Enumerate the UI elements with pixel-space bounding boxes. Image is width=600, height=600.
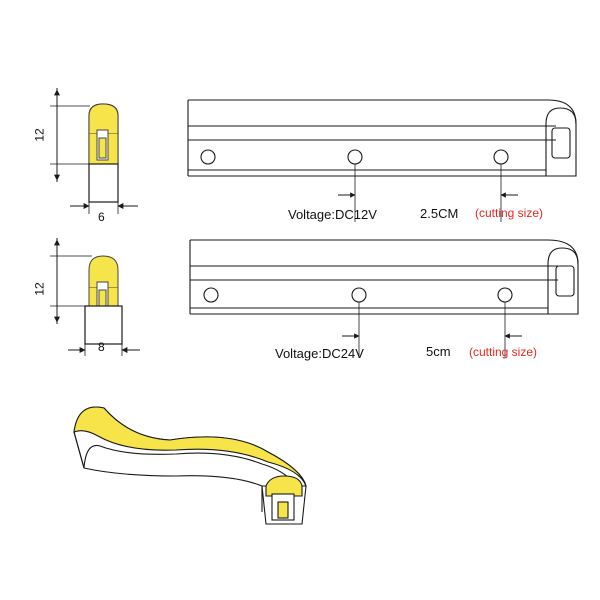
led-dot <box>351 287 367 303</box>
voltage-24v-label: Voltage:DC24V <box>275 346 364 361</box>
profile-1-width-label: 6 <box>98 210 105 224</box>
profile-2-width-label: 8 <box>98 340 105 354</box>
cut-length-24v-label: 5cm <box>426 344 451 359</box>
profile-1-height-label: 12 <box>32 128 47 142</box>
led-dot <box>497 287 513 303</box>
cut-length-12v-label: 2.5CM <box>420 206 459 221</box>
led-dot <box>200 149 216 165</box>
strip-12v-side-view <box>187 99 577 222</box>
led-diffuser-top <box>88 103 119 135</box>
cut-dimension-arrows <box>338 192 522 339</box>
cutting-size-note-12v: (cutting size) <box>475 206 544 220</box>
cutting-size-note-24v: (cutting size) <box>469 345 538 359</box>
voltage-12v-label: Voltage:DC12V <box>288 207 377 222</box>
led-dot <box>203 287 219 303</box>
led-dot <box>347 149 363 165</box>
flexible-strip-illustration <box>73 406 307 525</box>
profile-6mm-cross-section <box>50 88 138 214</box>
strip-24v-side-view <box>189 239 579 358</box>
led-dot <box>493 149 509 165</box>
profile-8mm-cross-section <box>50 238 140 356</box>
profile-2-height-label: 12 <box>32 282 47 296</box>
